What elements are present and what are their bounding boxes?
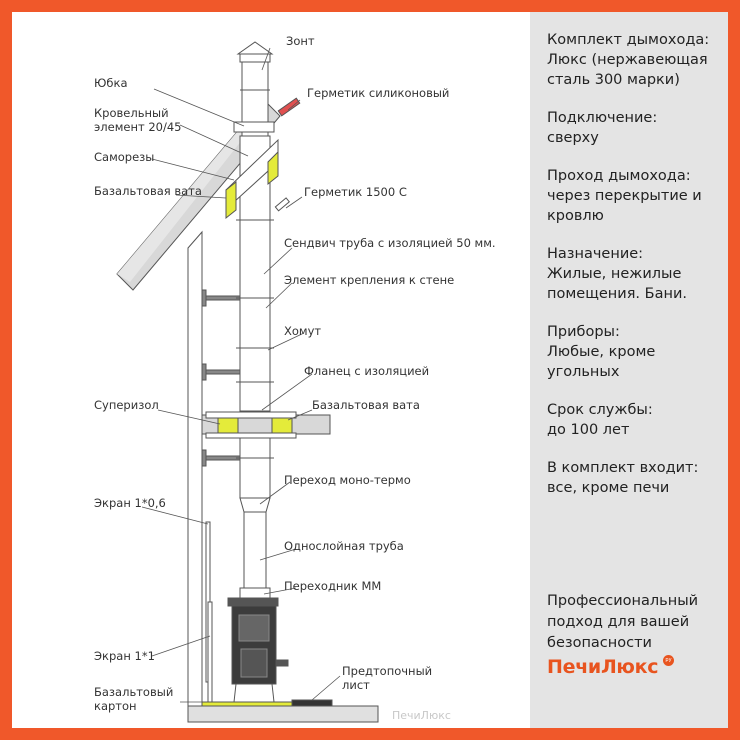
skirt [233, 121, 275, 133]
spec-connection: Подключение: сверху [547, 108, 728, 148]
leader-lines [141, 47, 341, 703]
label-basalt-cardboard: Базальтовый картон [94, 685, 174, 713]
label-basalt-wool-ceiling: Базальтовая вата [312, 398, 420, 412]
label-sealant-silicone: Герметик силиконовый [307, 86, 450, 100]
label-roof-element: Кровельный элемент 20/45 [94, 106, 182, 134]
spec-heading: Подключение: [547, 110, 658, 126]
label-clamp: Хомут [284, 324, 322, 338]
label-screen-1: Экран 1*1 [94, 649, 155, 663]
stove [227, 597, 289, 703]
poster-frame: Зонт Юбка Герметик силиконовый Кровельны… [12, 12, 728, 728]
label-adapter-mm: Переходник ММ [284, 579, 382, 593]
label-mono-thermo: Переход моно-термо [284, 473, 411, 487]
floor [187, 705, 379, 723]
spec-heading: Комплект дымохода: [547, 32, 710, 48]
label-skirt: Юбка [94, 76, 128, 90]
spec-value: до 100 лет [547, 422, 630, 438]
adapter-mm [239, 587, 271, 599]
single-pipe [243, 511, 267, 589]
label-wall-mount: Элемент крепления к стене [284, 273, 455, 287]
basalt-cardboard [201, 701, 293, 707]
brand-logo: ПечиЛюкс [547, 656, 659, 678]
tagline: Профессиональный подход для вашей безопа… [547, 593, 699, 651]
label-screen-06: Экран 1*0,6 [94, 496, 166, 510]
label-umbrella: Зонт [286, 34, 315, 48]
spec-value: через перекрытие и кровлю [547, 188, 702, 224]
chimney-drawing [116, 41, 379, 723]
spec-kit: Комплект дымохода: Люкс (нержавеющая ста… [547, 30, 728, 90]
screen-1 [207, 601, 213, 705]
flange-bottom [205, 432, 297, 439]
flange [205, 411, 297, 419]
spec-included: В комплект входит: все, кроме печи [547, 458, 728, 498]
spec-purpose: Назначение: Жилые, нежилые помещения. Ба… [547, 244, 728, 304]
sandwich-pipe-lower [239, 437, 271, 499]
label-prefurnace-sheet: Предтопочный лист [342, 664, 433, 692]
spec-heading: Срок службы: [547, 402, 653, 418]
spec-lifetime: Срок службы: до 100 лет [547, 400, 728, 440]
umbrella [236, 41, 274, 55]
spec-value: все, кроме печи [547, 480, 670, 496]
insulation-blocks [217, 150, 293, 434]
spec-devices: Приборы: Любые, кроме угольных [547, 322, 728, 382]
wall-brackets [201, 289, 241, 467]
spec-heading: В комплект входит: [547, 460, 699, 476]
label-screws: Саморезы [94, 150, 155, 164]
spec-value: Люкс (нержавеющая сталь 300 марки) [547, 52, 708, 88]
watermark: ПечиЛюкс [392, 709, 451, 722]
chimney-diagram: Зонт Юбка Герметик силиконовый Кровельны… [12, 12, 530, 728]
label-sealant-1500: Герметик 1500 С [304, 185, 407, 199]
spec-heading: Назначение: [547, 246, 644, 262]
label-single-pipe: Однослойная труба [284, 539, 404, 553]
spec-value: Жилые, нежилые помещения. Бани. [547, 266, 687, 302]
house-wall [187, 230, 203, 711]
spec-value: Любые, кроме угольных [547, 344, 656, 380]
roof-inner [117, 100, 264, 282]
label-basalt-wool-roof: Базальтовая вата [94, 184, 202, 198]
spec-heading: Проход дымохода: [547, 168, 691, 184]
prefurnace-sheet [291, 699, 333, 707]
umbrella-rim [239, 53, 271, 63]
spec-panel: Комплект дымохода: Люкс (нержавеющая ста… [530, 12, 728, 728]
spec-heading: Приборы: [547, 324, 620, 340]
label-sandwich-pipe: Сендвич труба с изоляцией 50 мм. [284, 236, 496, 250]
spec-value: сверху [547, 130, 599, 146]
pipe-clamps [236, 219, 274, 459]
label-superizol: Суперизол [94, 398, 159, 412]
sealant-tubes [274, 97, 301, 212]
logo-badge-icon: ру [663, 655, 674, 666]
label-flange: Фланец с изоляцией [304, 364, 430, 378]
spec-passage: Проход дымохода: через перекрытие и кров… [547, 166, 728, 226]
